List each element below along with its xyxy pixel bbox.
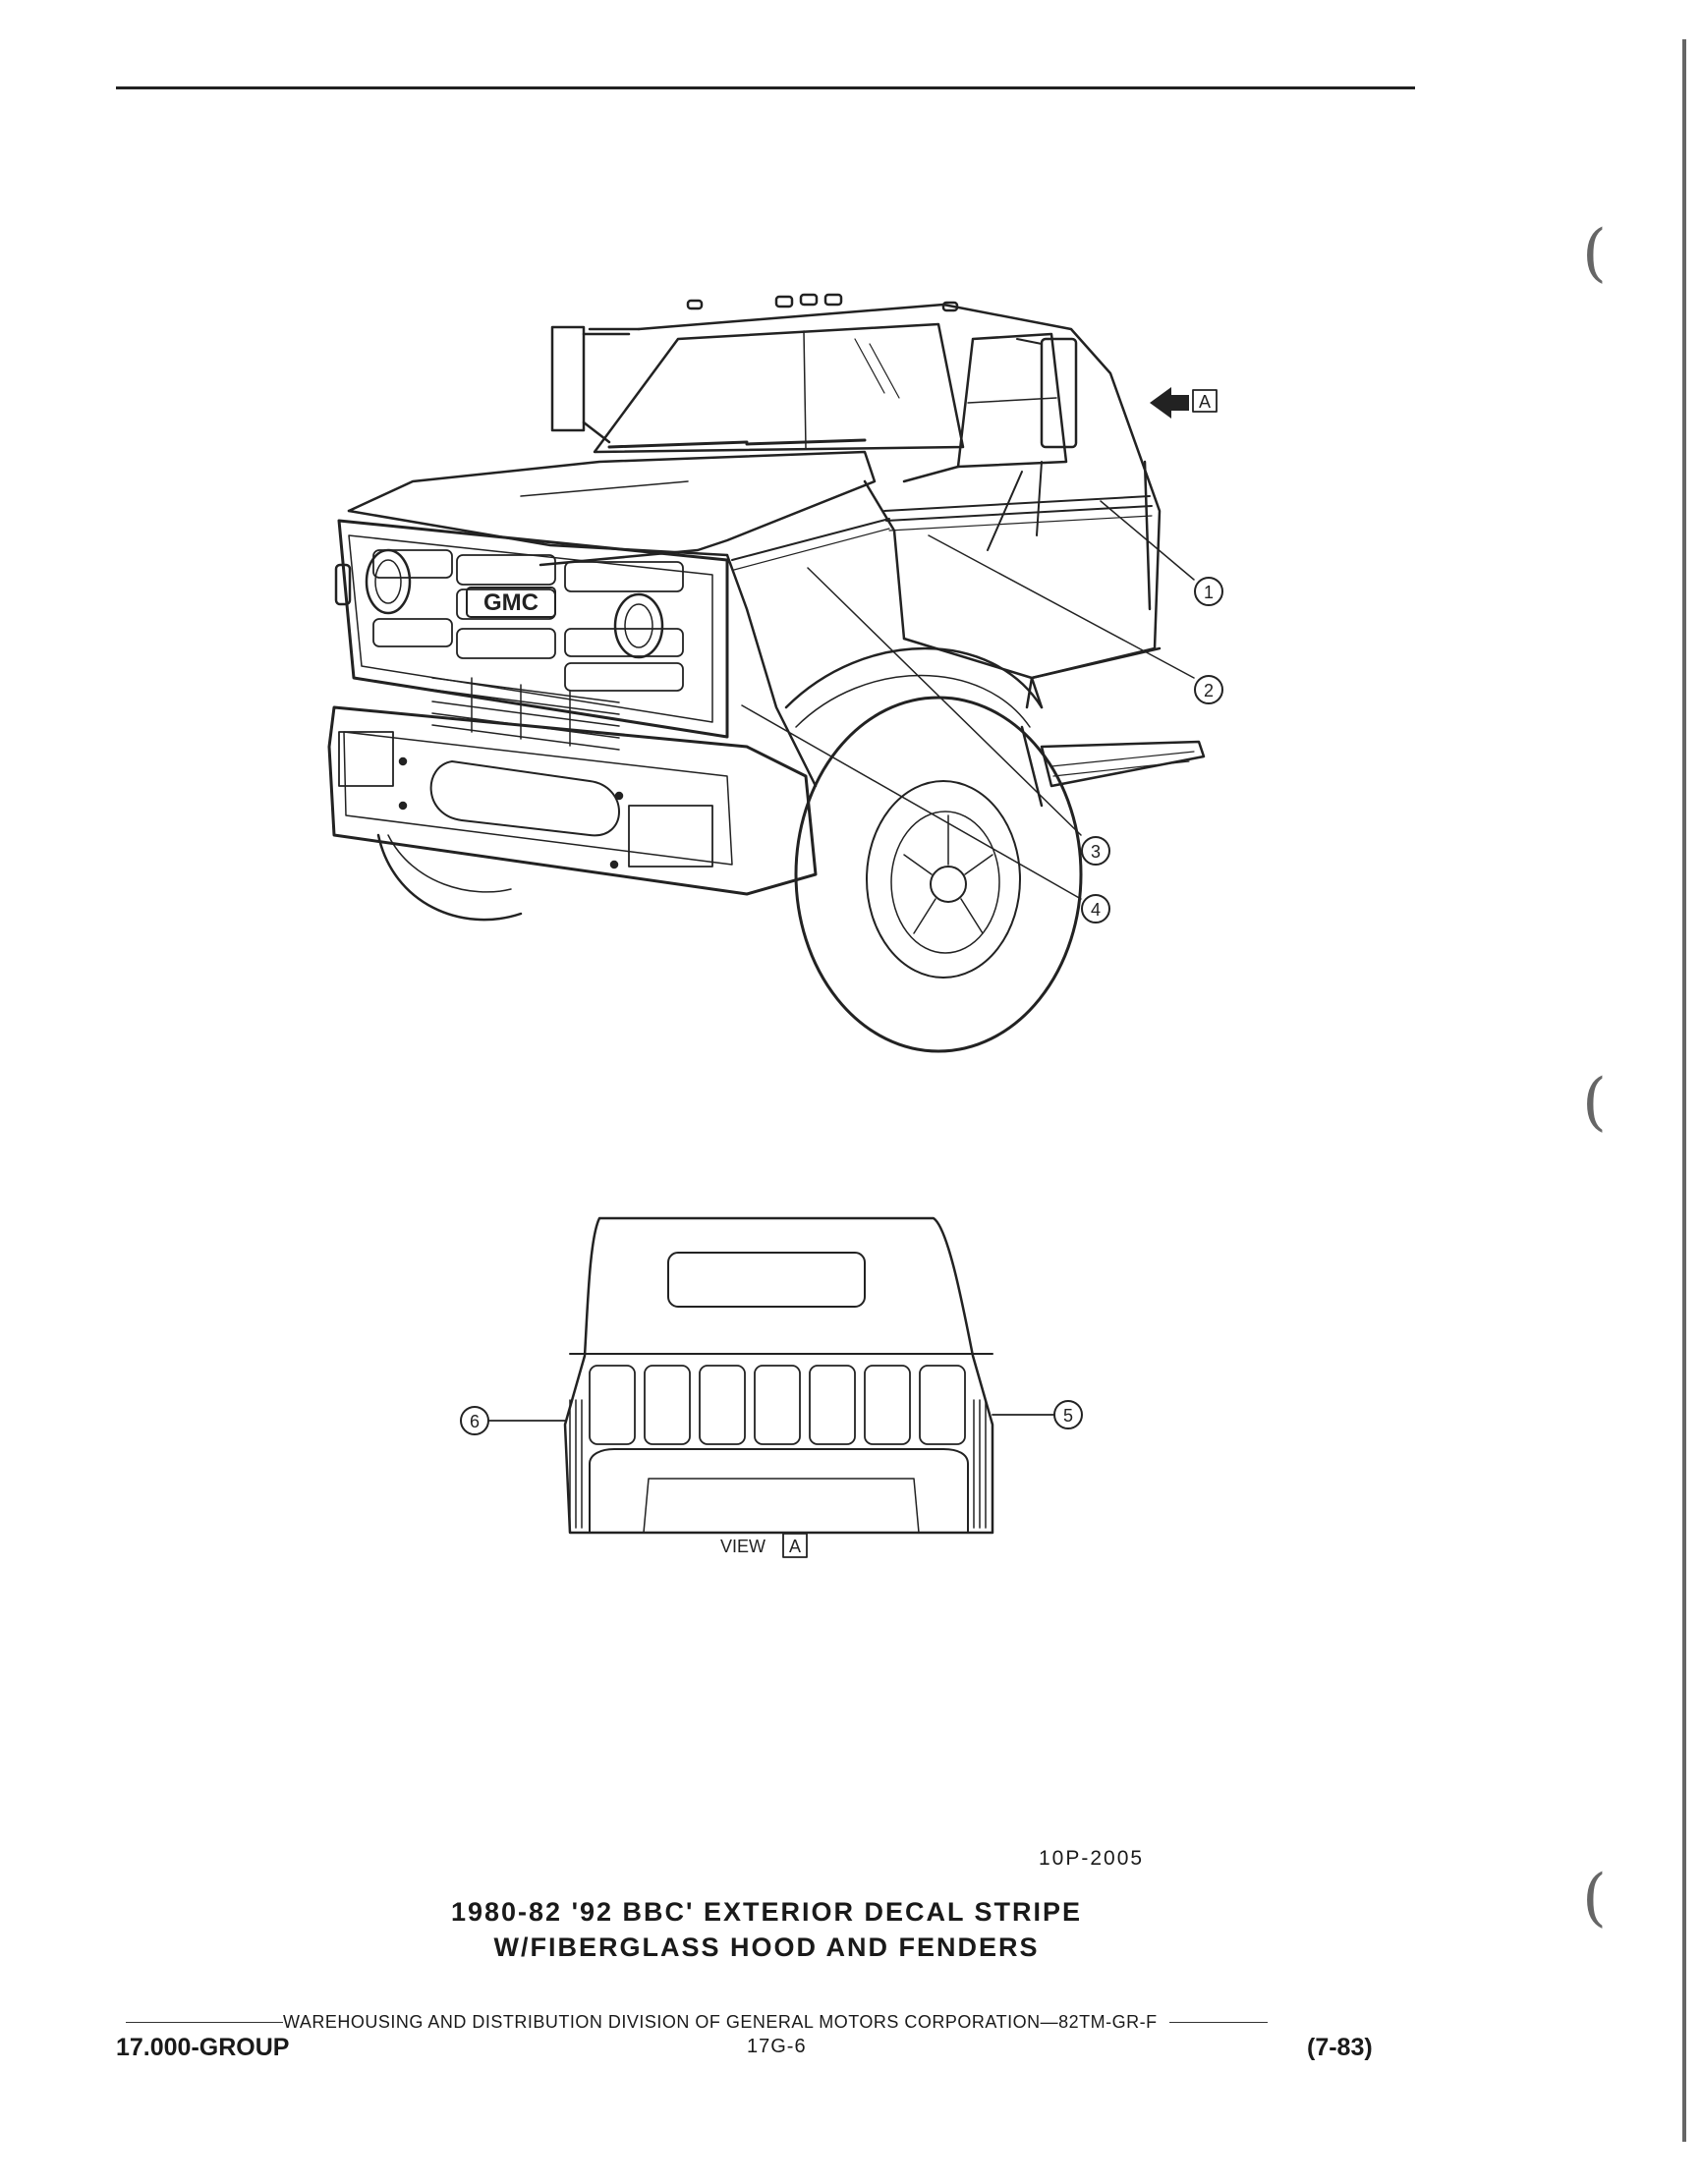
callout-2: 2: [1194, 675, 1223, 704]
callout-4: 4: [1081, 894, 1110, 924]
callout-1: 1: [1194, 577, 1223, 606]
figure-caption: 1980-82 '92 BBC' EXTERIOR DECAL STRIPE W…: [295, 1894, 1238, 1965]
svg-text:6: 6: [470, 1412, 480, 1431]
svg-text:2: 2: [1204, 681, 1214, 700]
caption-line-1: 1980-82 '92 BBC' EXTERIOR DECAL STRIPE: [450, 1897, 1082, 1927]
view-label-marker: A: [789, 1537, 801, 1556]
grille-badge-text: GMC: [483, 589, 539, 616]
binder-hole-middle: (: [1582, 1066, 1607, 1139]
binder-hole-bottom: (: [1582, 1862, 1607, 1934]
caption-line-2: W/FIBERGLASS HOOD AND FENDERS: [493, 1932, 1040, 1962]
figure-number: 10P-2005: [1039, 1847, 1145, 1870]
date-code: (7-83): [1307, 2034, 1373, 2061]
svg-text:3: 3: [1091, 842, 1101, 862]
binder-hole-top: (: [1582, 217, 1607, 290]
truck-front-view: GMC: [327, 293, 1218, 1053]
footer-rule-right: [1168, 2022, 1268, 2023]
svg-text:1: 1: [1204, 583, 1214, 602]
page-edge-shadow: [1682, 39, 1686, 2142]
header-rule: [116, 86, 1415, 89]
svg-text:5: 5: [1063, 1406, 1073, 1426]
view-label: VIEW: [720, 1537, 765, 1556]
page-number: 17G-6: [747, 2036, 807, 2057]
callout-3: 3: [1081, 836, 1110, 866]
group-code: 17.000-GROUP: [116, 2034, 290, 2061]
footer-rule-left: [126, 2022, 283, 2023]
footer-publisher-line: WAREHOUSING AND DISTRIBUTION DIVISION OF…: [126, 2012, 1386, 2033]
callout-5: 5: [1053, 1400, 1083, 1429]
leader-lines-front: [741, 500, 1195, 900]
callout-6: 6: [460, 1406, 489, 1435]
svg-text:4: 4: [1091, 900, 1101, 920]
view-arrow-marker: A: [1199, 392, 1211, 412]
publisher-text: WAREHOUSING AND DISTRIBUTION DIVISION OF…: [283, 2012, 1158, 2032]
cab-rear-view-a: VIEW A: [563, 1216, 994, 1558]
